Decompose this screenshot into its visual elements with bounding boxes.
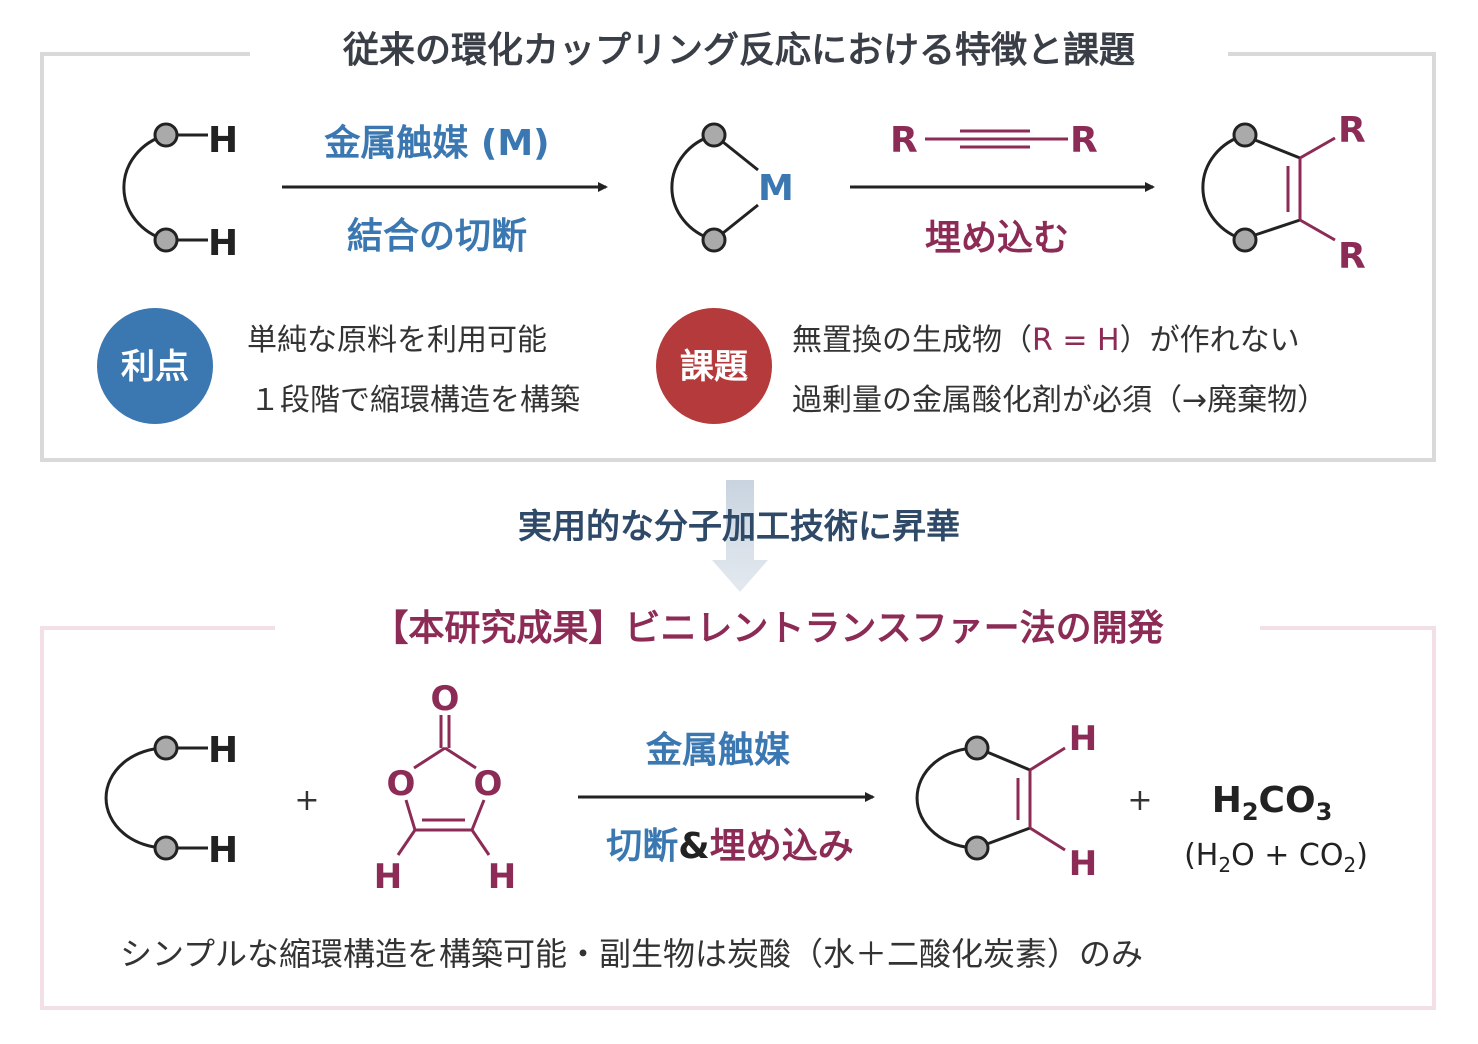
cleavage-insertion-label: 切断&埋め込み	[606, 826, 853, 867]
alkyne-triple-bond	[925, 129, 1068, 149]
starting-material-structure	[122, 122, 208, 253]
top-title: 従来の環化カップリング反応における特徴と課題	[342, 30, 1135, 71]
down-arrow	[712, 480, 768, 592]
vinylene-carbonate-structure	[396, 715, 491, 856]
water-co2-formula: (H2O + CO2)	[1184, 838, 1368, 877]
metal-label: M	[758, 168, 794, 209]
issue-badge-label: 課題	[680, 347, 748, 387]
h-atom: H	[208, 830, 238, 871]
h-atom: H	[1069, 719, 1097, 759]
r-group: R	[1070, 120, 1098, 161]
metallacycle-structure	[670, 122, 759, 253]
plus-sign: +	[294, 783, 319, 818]
h-atom: H	[208, 223, 238, 264]
bond-cleavage-label: 結合の切断	[347, 216, 527, 257]
carbonic-acid-formula: H2CO3	[1212, 780, 1333, 826]
o-atom: O	[431, 679, 460, 719]
product-structure	[1201, 122, 1336, 253]
plus-sign: +	[1127, 783, 1152, 818]
catalyst-label: 金属触媒	[645, 729, 791, 771]
issue-item: 過剰量の金属酸化剤が必須（→廃棄物）	[792, 383, 1327, 418]
advantage-badge-label: 利点	[121, 347, 189, 387]
h-atom: H	[208, 730, 238, 771]
advantage-item: 単純な原料を利用可能	[247, 323, 547, 358]
issue-badge	[656, 308, 772, 424]
h-atom: H	[208, 120, 238, 161]
insertion-label: 埋め込む	[925, 218, 1069, 259]
r-group: R	[1338, 236, 1366, 277]
o-atom: O	[474, 764, 503, 804]
product-structure	[915, 735, 1066, 861]
r-group: R	[1338, 110, 1366, 151]
summary-text: シンプルな縮環構造を構築可能・副生物は炭酸（水＋二酸化炭素）のみ	[120, 935, 1143, 973]
advantage-badge	[97, 308, 213, 424]
r-group: R	[890, 120, 918, 161]
h-atom: H	[488, 857, 516, 897]
bottom-title: 【本研究成果】ビニレントランスファー法の開発	[372, 608, 1164, 649]
catalyst-label: 金属触媒 (M)	[323, 122, 549, 164]
h-atom: H	[1069, 844, 1097, 884]
issue-item: 無置換の生成物（R = H）が作れない	[792, 323, 1300, 358]
starting-material-structure	[104, 735, 208, 861]
o-atom: O	[387, 764, 416, 804]
h-atom: H	[374, 857, 402, 897]
advantage-item: １段階で縮環構造を構築	[250, 383, 580, 418]
transition-label: 実用的な分子加工技術に昇華	[518, 507, 960, 547]
